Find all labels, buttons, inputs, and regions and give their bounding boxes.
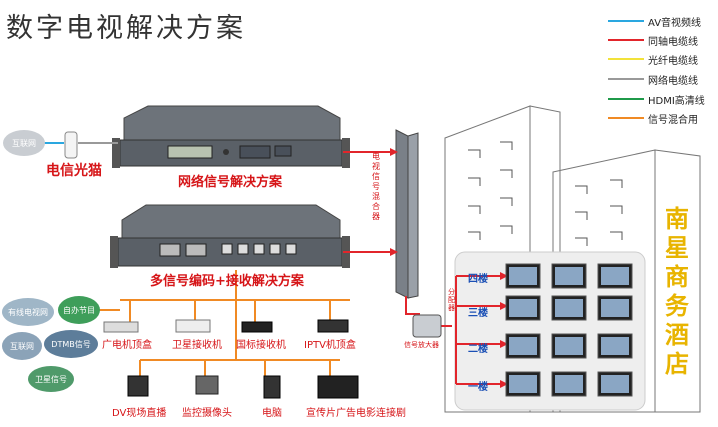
cloud-internet-top: 互联网	[3, 130, 45, 156]
cloud-satellite: 卫星信号	[28, 366, 74, 392]
cloud-own-program: 自办节目	[58, 296, 100, 324]
modem-icon	[64, 131, 78, 159]
cloud-label: 有线电视网	[8, 307, 48, 317]
cloud-label: DTMB信号	[51, 339, 91, 349]
device-label: 国标接收机	[236, 340, 286, 351]
device-label: 宣传片广告电影连接剧	[306, 408, 406, 419]
amplifier-label: 信号放大器	[404, 341, 439, 349]
cloud-label: 互联网	[12, 138, 36, 148]
modem-label: 电信光猫	[46, 163, 102, 179]
cloud-dtmb: DTMB信号	[44, 330, 98, 358]
page-title: 数字电视解决方案	[6, 13, 246, 44]
building-label: 南星商务酒店	[665, 205, 689, 378]
rack-device-multi	[110, 204, 350, 268]
floor-label: 一楼	[468, 382, 488, 393]
multi-solution-label: 多信号编码+接收解决方案	[150, 274, 304, 289]
rack-device-network	[112, 105, 350, 168]
tv-grid	[505, 263, 633, 397]
devices-row1-icons	[103, 319, 349, 333]
floor-label: 三楼	[468, 308, 488, 319]
legend-label: 同轴电缆线	[648, 37, 698, 48]
cloud-cable-tv: 有线电视网	[2, 298, 54, 326]
device-label: 卫星接收机	[172, 340, 222, 351]
device-label: 广电机顶盒	[102, 340, 152, 351]
mixer-label: 电视信号混合器	[372, 152, 380, 221]
devices-row2-icons	[127, 375, 359, 399]
cloud-label: 互联网	[10, 341, 34, 351]
legend-label: AV音视频线	[648, 18, 702, 29]
cloud-label: 卫星信号	[35, 374, 67, 384]
device-label: IPTV机顶盒	[304, 340, 356, 351]
device-label: 电脑	[262, 408, 282, 419]
floor-label: 二楼	[468, 344, 488, 355]
splitter-label: 分配器	[448, 288, 455, 312]
cloud-internet: 互联网	[2, 332, 42, 360]
network-solution-label: 网络信号解决方案	[178, 175, 283, 190]
legend-label: 网络电缆线	[648, 76, 698, 87]
device-label: 监控摄像头	[182, 408, 232, 419]
legend-label: 信号混合用	[648, 115, 698, 126]
amplifier-icon	[412, 314, 442, 338]
device-label: DV现场直播	[112, 408, 167, 419]
cloud-label: 自办节目	[63, 305, 95, 315]
floor-label: 四楼	[468, 274, 488, 285]
signal-mixer	[395, 129, 419, 299]
legend-label: 光纤电缆线	[648, 56, 698, 67]
legend-label: HDMI高清线	[648, 96, 705, 107]
